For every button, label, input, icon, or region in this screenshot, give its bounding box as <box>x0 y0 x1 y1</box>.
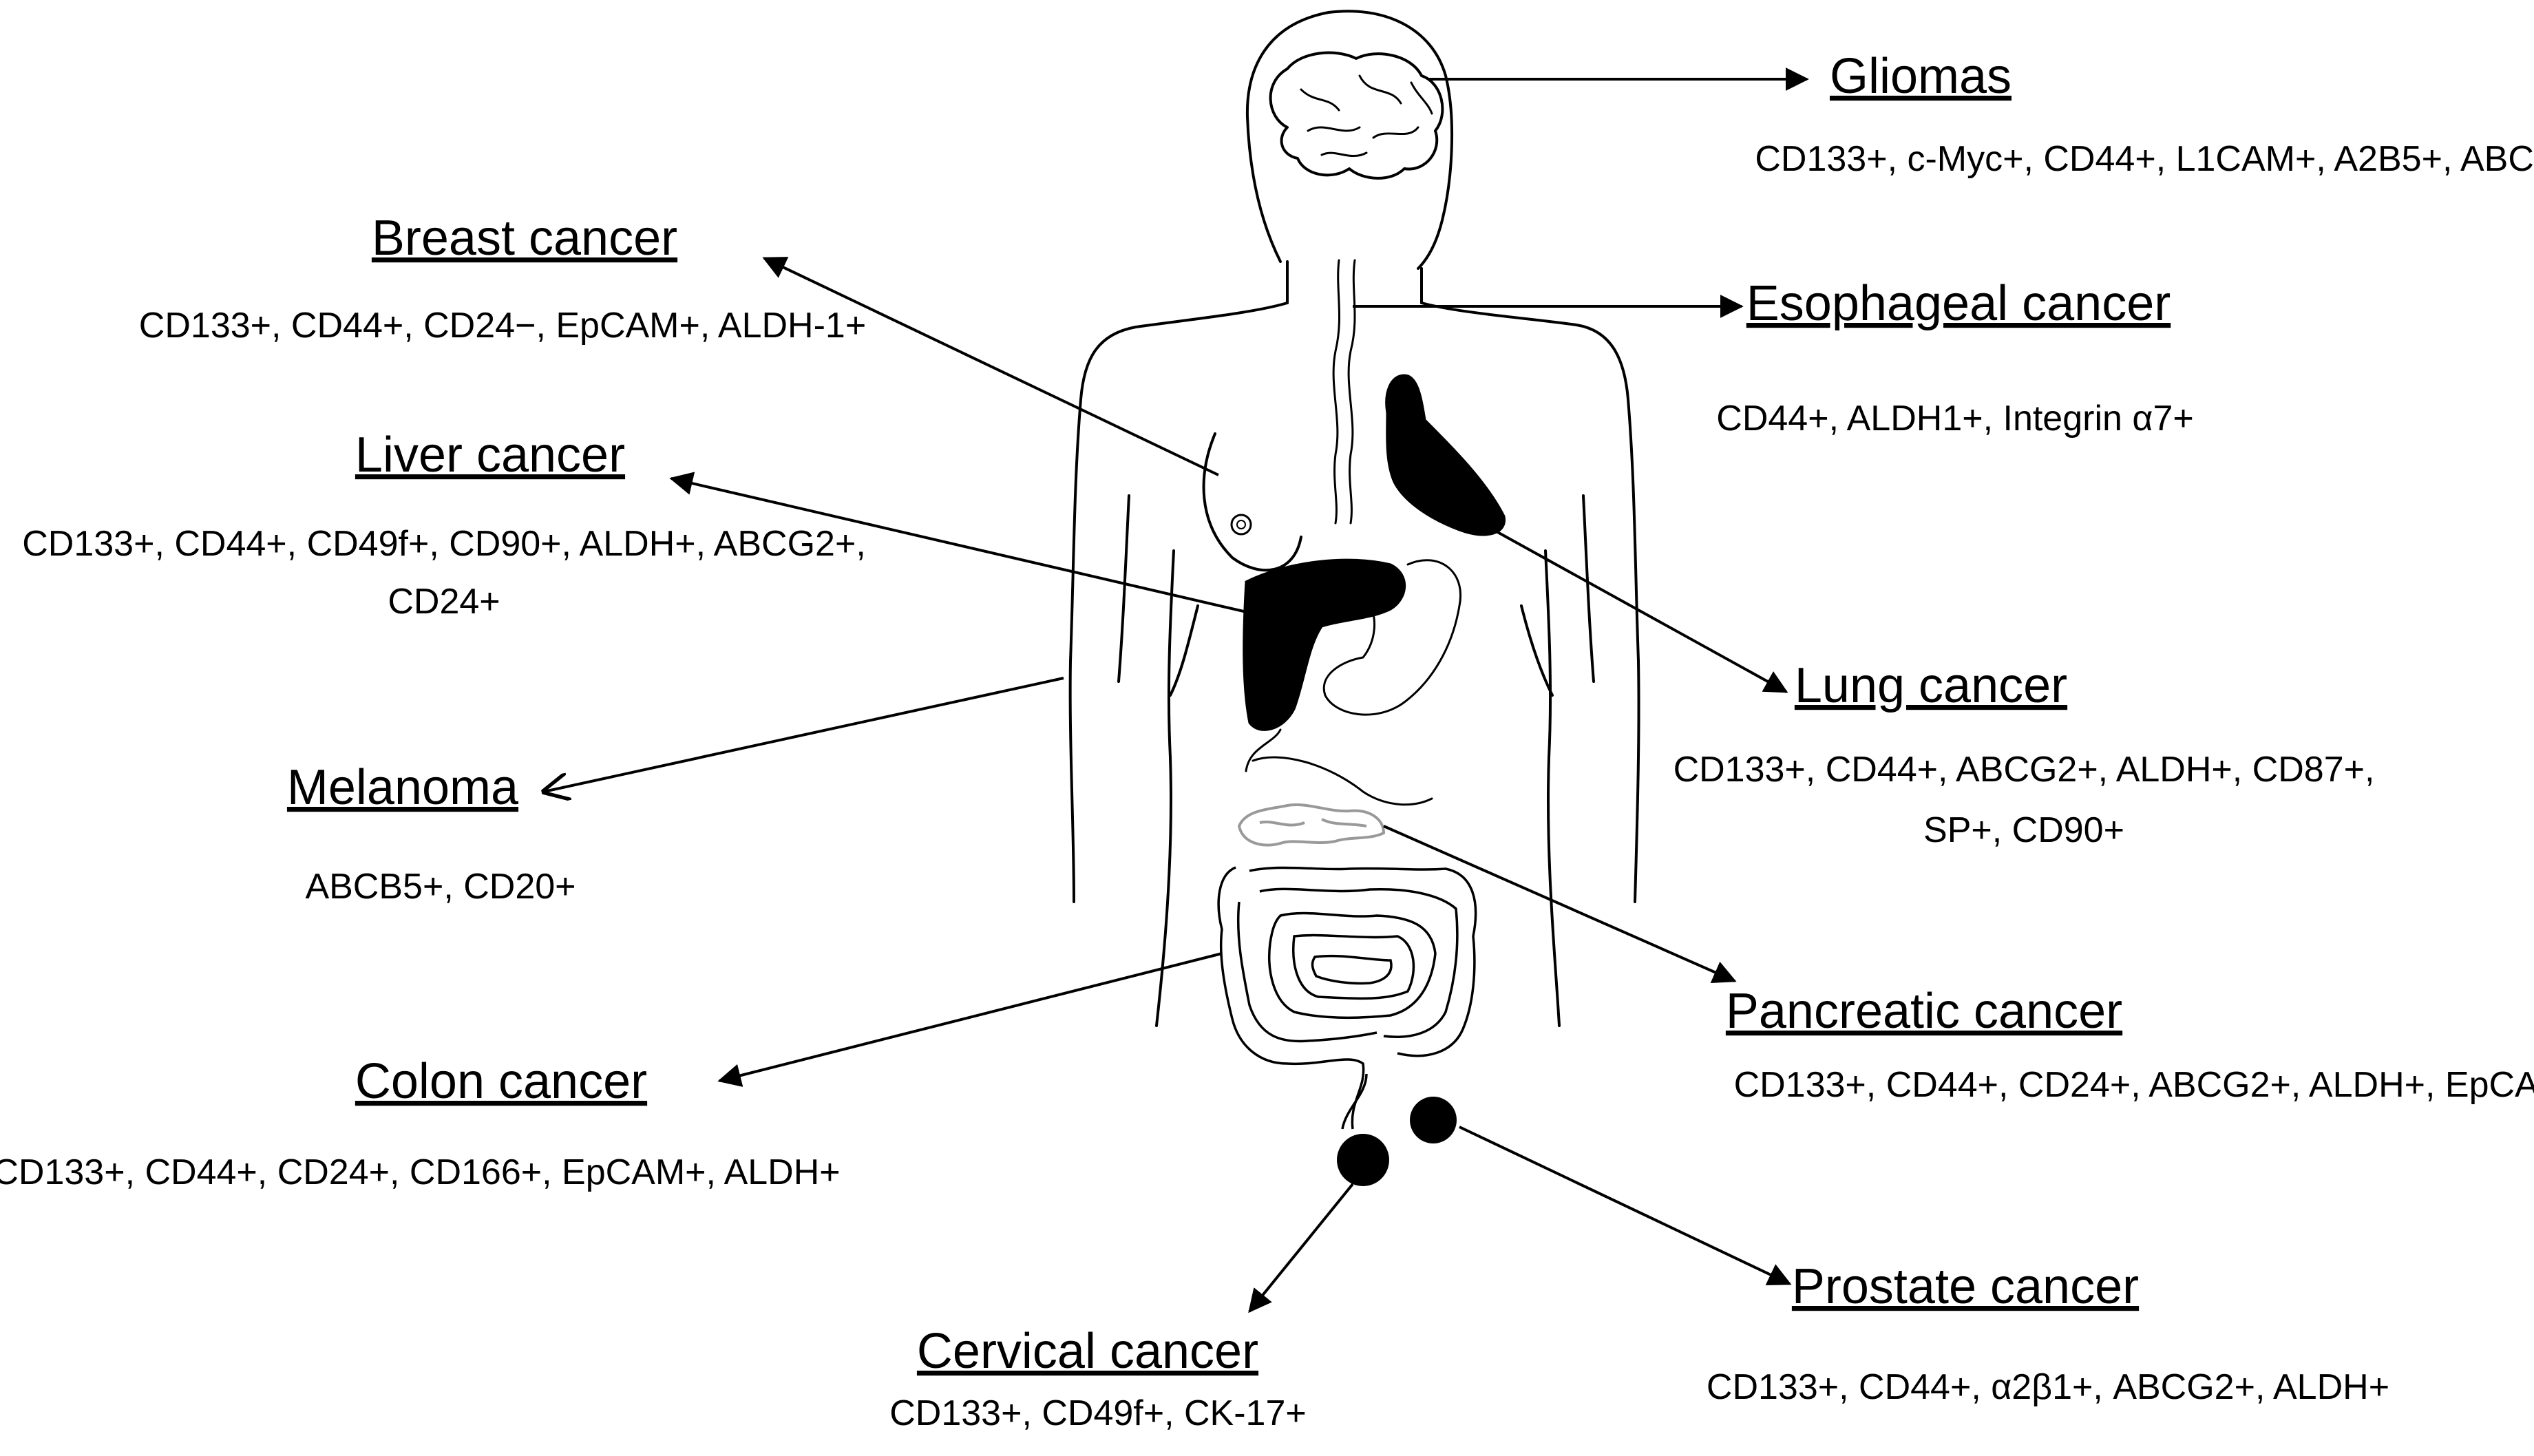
lung-illustration <box>1385 374 1506 536</box>
label-liver: Liver cancer CD133+, CD44+, CD49f+, CD90… <box>22 428 866 622</box>
cervix-illustration <box>1337 1134 1389 1186</box>
pancreas-illustration <box>1237 803 1386 847</box>
label-title: Lung cancer <box>1795 658 2067 713</box>
colon-illustration <box>1217 866 1477 1130</box>
esophagus-illustration <box>1332 259 1356 525</box>
label-title: Esophageal cancer <box>1746 276 2171 331</box>
body-outline <box>1068 10 1640 1027</box>
label-markers: CD133+, CD44+, CD24+, ABCG2+, ALDH+, EpC… <box>1734 1065 2534 1105</box>
label-markers: CD133+, CD44+, α2β1+, ABCG2+, ALDH+ <box>1707 1367 2389 1407</box>
label-title: Gliomas <box>1830 49 2012 104</box>
arrows <box>544 67 1809 1313</box>
label-markers: SP+, CD90+ <box>1923 810 2124 850</box>
label-markers: CD133+, CD44+, CD24−, EpCAM+, ALDH-1+ <box>139 306 866 346</box>
arrow-breast <box>762 257 1219 476</box>
label-gliomas: Gliomas CD133+, c-Myc+, CD44+, L1CAM+, A… <box>1755 49 2534 179</box>
label-lung: Lung cancer CD133+, CD44+, ABCG2+, ALDH+… <box>1674 658 2375 850</box>
label-title: Pancreatic cancer <box>1726 984 2122 1039</box>
arrow-liver <box>669 472 1250 614</box>
arrow-pancreatic <box>1383 825 1737 983</box>
prostate-illustration <box>1410 1097 1457 1143</box>
label-title: Prostate cancer <box>1792 1259 2139 1314</box>
label-title: Liver cancer <box>355 428 625 483</box>
label-pancreatic: Pancreatic cancer CD133+, CD44+, CD24+, … <box>1726 984 2534 1105</box>
label-prostate: Prostate cancer CD133+, CD44+, α2β1+, AB… <box>1707 1259 2389 1407</box>
label-markers: CD24+ <box>388 582 500 622</box>
label-title: Colon cancer <box>355 1054 647 1109</box>
arrow-prostate <box>1459 1126 1792 1285</box>
label-markers: CD133+, c-Myc+, CD44+, L1CAM+, A2B5+, AB… <box>1755 139 2534 179</box>
label-esophageal: Esophageal cancer CD44+, ALDH1+, Integri… <box>1716 276 2193 439</box>
label-melanoma: Melanoma ABCB5+, CD20+ <box>287 760 576 907</box>
label-markers: CD133+, CD44+, CD24+, CD166+, EpCAM+, AL… <box>0 1152 841 1192</box>
arrow-cervical <box>1248 1183 1354 1313</box>
label-title: Breast cancer <box>372 211 677 266</box>
label-colon: Colon cancer CD133+, CD44+, CD24+, CD166… <box>0 1054 841 1192</box>
label-markers: ABCB5+, CD20+ <box>305 867 576 907</box>
label-markers: CD133+, CD44+, ABCG2+, ALDH+, CD87+, <box>1674 750 2375 790</box>
arrow-colon <box>717 952 1223 1087</box>
label-markers: CD44+, ALDH1+, Integrin α7+ <box>1716 399 2193 439</box>
label-breast: Breast cancer CD133+, CD44+, CD24−, EpCA… <box>139 211 866 346</box>
label-cervical: Cervical cancer CD133+, CD49f+, CK-17+ <box>889 1324 1307 1433</box>
arrow-melanoma <box>544 677 1064 792</box>
arrow-lung <box>1493 529 1788 693</box>
liver-illustration <box>1243 558 1406 731</box>
brain-illustration <box>1269 51 1444 180</box>
label-title: Cervical cancer <box>917 1324 1258 1379</box>
label-markers: CD133+, CD49f+, CK-17+ <box>889 1393 1307 1433</box>
label-title: Melanoma <box>287 760 519 815</box>
label-markers: CD133+, CD44+, CD49f+, CD90+, ALDH+, ABC… <box>22 524 866 564</box>
